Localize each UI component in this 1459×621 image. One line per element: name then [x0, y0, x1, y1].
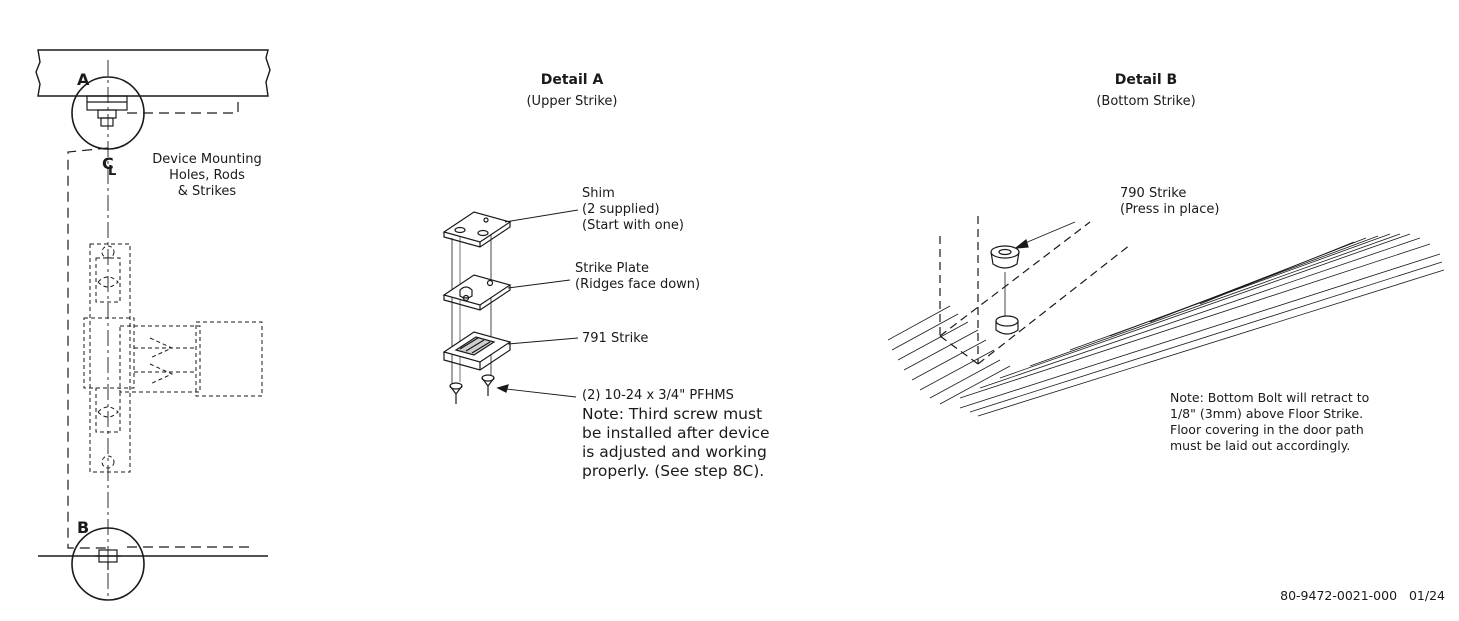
shim-callout: Shim (2 supplied) (Start with one) — [582, 186, 684, 234]
detail-a-note-line-1: Note: Third screw must — [582, 405, 763, 423]
shim-line-2: (2 supplied) — [582, 202, 660, 217]
floor-hatch — [887, 233, 1445, 417]
doc-number: 80-9472-0021-000 01/24 — [1280, 588, 1445, 603]
mounting-note: Device Mounting Holes, Rods & Strikes — [142, 152, 272, 200]
label-b: B — [77, 518, 90, 537]
door-elevation — [35, 49, 271, 601]
detail-a-note-line-2: be installed after device — [582, 424, 770, 442]
shim-line-1: Shim — [582, 186, 615, 201]
detail-b-drawing — [887, 216, 1445, 417]
screws-part — [449, 374, 495, 404]
upper-strike-outline — [86, 95, 128, 111]
detail-a-drawing — [442, 209, 579, 404]
detail-a-subtitle: (Upper Strike) — [526, 94, 618, 109]
strike-plate-line-2: (Ridges face down) — [575, 277, 701, 292]
detail-a-title: Detail A — [540, 72, 604, 88]
centerline-l: L — [108, 164, 117, 179]
detail-a-note-line-3: is adjusted and working — [582, 443, 767, 461]
label-a: A — [77, 70, 90, 89]
screws-callout: (2) 10-24 x 3/4" PFHMS — [582, 388, 734, 403]
detail-b-title: Detail B — [1114, 72, 1178, 88]
detail-b-note-line-2: 1/8" (3mm) above Floor Strike. — [1170, 406, 1364, 421]
detail-b-note: Note: Bottom Bolt will retract to 1/8" (… — [1170, 390, 1369, 454]
strike-790-line-1: 790 Strike — [1120, 186, 1187, 201]
detail-b-note-line-3: Floor covering in the door path — [1170, 422, 1364, 437]
strike-plate-callout: Strike Plate (Ridges face down) — [575, 261, 700, 293]
mounting-note-line-1: Device Mounting — [152, 152, 262, 167]
centerline-c: C — [102, 154, 114, 173]
strike-790-callout: 790 Strike (Press in place) — [1120, 186, 1219, 218]
strike-791-part — [442, 331, 512, 371]
shim-part — [442, 211, 512, 248]
device-outline — [83, 243, 263, 473]
detail-b-note-line-4: must be laid out accordingly. — [1170, 438, 1351, 453]
detail-b-subtitle: (Bottom Strike) — [1096, 94, 1196, 109]
detail-a-note: Note: Third screw must be installed afte… — [582, 405, 770, 481]
mounting-note-line-3: & Strikes — [177, 184, 237, 199]
strike-790-line-2: (Press in place) — [1120, 202, 1220, 217]
shim-line-3: (Start with one) — [582, 218, 684, 233]
strike-791-callout: 791 Strike — [582, 331, 649, 346]
strike-plate-part — [442, 274, 512, 311]
detail-b-note-line-1: Note: Bottom Bolt will retract to — [1170, 390, 1370, 405]
strike-plate-line-1: Strike Plate — [575, 261, 650, 276]
strike-790-part — [990, 245, 1020, 335]
mounting-note-line-2: Holes, Rods — [169, 168, 245, 183]
detail-b-circle — [71, 527, 145, 601]
door-header — [35, 49, 271, 97]
detail-a-note-line-4: properly. (See step 8C). — [582, 462, 765, 480]
